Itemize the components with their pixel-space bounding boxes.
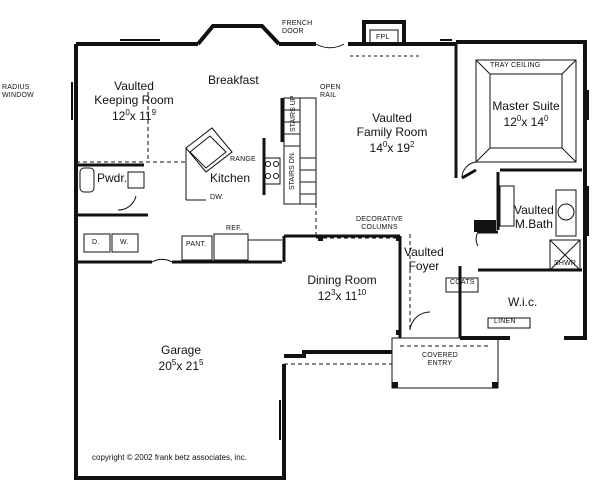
master-suite-width-inches: 0 xyxy=(516,113,522,123)
garage-dimensions: 205x 215 xyxy=(158,357,204,373)
walk-in-closet-label: W.i.c. xyxy=(508,295,538,309)
open-rail-note: OPEN RAIL xyxy=(320,84,341,100)
dining-room-label: Dining Room 123x 1110 xyxy=(300,273,384,304)
french-door-line2: DOOR xyxy=(282,28,304,36)
foyer-line2: Foyer xyxy=(408,258,440,273)
keeping-room-depth: 11 xyxy=(139,108,152,123)
refrigerator-label: REF. xyxy=(226,225,242,232)
dining-room-dimensions: 123x 1110 xyxy=(317,287,367,303)
garage-width: 20 xyxy=(158,358,172,373)
kitchen-label: Kitchen xyxy=(210,171,251,185)
keeping-room-line1: Vaulted xyxy=(114,79,154,93)
covered-entry-note: COVERED ENTRY xyxy=(422,352,458,368)
dining-room-width-inches: 3 xyxy=(331,287,336,297)
master-bath-line2: M.Bath xyxy=(514,216,553,231)
master-bath-line1: Vaulted xyxy=(514,203,554,217)
foyer-line1: Vaulted xyxy=(404,245,444,259)
decorative-columns-line2: COLUMNS xyxy=(361,224,398,232)
breakfast-label: Breakfast xyxy=(208,73,259,87)
keeping-room-dimensions: 120x 119 xyxy=(111,107,157,123)
master-suite-depth-inches: 0 xyxy=(544,113,549,123)
keeping-room-depth-inches: 9 xyxy=(151,107,157,117)
copyright-notice: copyright © 2002 frank betz associates, … xyxy=(92,453,247,462)
stairs-up-label: STAIRS UP xyxy=(290,95,297,132)
family-room-line1: Vaulted xyxy=(372,111,412,125)
foyer-label: Vaulted Foyer xyxy=(404,245,444,274)
dining-room-depth-inches: 10 xyxy=(357,287,367,297)
family-room-width-inches: 0 xyxy=(382,139,388,149)
master-suite-width: 12 xyxy=(503,114,517,129)
decorative-columns-note: DECORATIVE COLUMNS xyxy=(356,216,403,232)
open-rail-line1: OPEN xyxy=(320,84,341,91)
coats-closet-label: COATS xyxy=(450,279,475,286)
dryer-label: D. xyxy=(92,239,100,246)
garage-depth: 21 xyxy=(185,358,200,373)
keeping-room-width: 12 xyxy=(111,108,126,123)
radius-window-line1: RADIUS xyxy=(2,84,30,91)
interior-walls xyxy=(76,44,582,338)
keeping-room-line2: Keeping Room xyxy=(94,92,174,107)
family-room-line2: Family Room xyxy=(356,124,428,139)
dining-room-width: 12 xyxy=(317,288,332,303)
exterior-walls xyxy=(74,20,587,480)
family-room-label: Vaulted Family Room 140x 192 xyxy=(344,111,440,155)
radius-window-note: RADIUS WINDOW xyxy=(2,84,34,100)
master-suite-dimensions: 120x 140 xyxy=(503,113,549,129)
dishwasher-label: DW. xyxy=(210,194,224,201)
covered-entry-line1: COVERED xyxy=(422,352,459,359)
covered-entry-line2: ENTRY xyxy=(427,360,453,368)
tray-ceiling-label: TRAY CEILING xyxy=(490,62,541,69)
dining-room-depth: 11 xyxy=(344,288,358,303)
pantry-label: PANT. xyxy=(186,241,207,248)
family-room-dimensions: 140x 192 xyxy=(369,139,415,155)
covered-entry-porch xyxy=(391,337,499,389)
master-suite-name: Master Suite xyxy=(492,99,560,113)
family-room-depth-inches: 2 xyxy=(410,139,415,149)
garage-width-inches: 5 xyxy=(171,357,177,367)
shower-label: SHWR xyxy=(554,260,577,267)
keeping-room-label: Vaulted Keeping Room 120x 119 xyxy=(86,79,182,123)
french-door-line1: FRENCH xyxy=(282,20,313,27)
open-rail-line2: RAIL xyxy=(320,92,337,100)
garage-depth-inches: 5 xyxy=(199,357,204,367)
master-suite-label: Master Suite 120x 140 xyxy=(478,99,574,130)
tray-ceiling-outer xyxy=(475,59,577,163)
washer-label: W. xyxy=(120,239,129,246)
fireplace-label: FPL xyxy=(376,34,390,41)
master-bath-label: Vaulted M.Bath xyxy=(514,203,554,232)
radius-window-line2: WINDOW xyxy=(2,92,34,100)
range-label: RANGE xyxy=(230,156,256,163)
linen-closet-label: LINEN xyxy=(494,318,516,325)
french-door-note: FRENCH DOOR xyxy=(282,20,312,36)
garage-name: Garage xyxy=(160,343,202,357)
dining-room-name: Dining Room xyxy=(307,273,377,287)
family-room-width: 14 xyxy=(369,140,383,155)
stairs-down-label: STAIRS DN. xyxy=(289,151,296,190)
tray-ceiling-inner xyxy=(489,73,563,149)
keeping-room-width-inches: 0 xyxy=(125,107,130,117)
powder-room-label: Pwdr. xyxy=(97,171,128,185)
master-suite-depth: 14 xyxy=(530,114,545,129)
family-room-depth: 19 xyxy=(396,140,411,155)
decorative-columns-line1: DECORATIVE xyxy=(356,216,403,223)
garage-label: Garage 205x 215 xyxy=(146,343,216,374)
